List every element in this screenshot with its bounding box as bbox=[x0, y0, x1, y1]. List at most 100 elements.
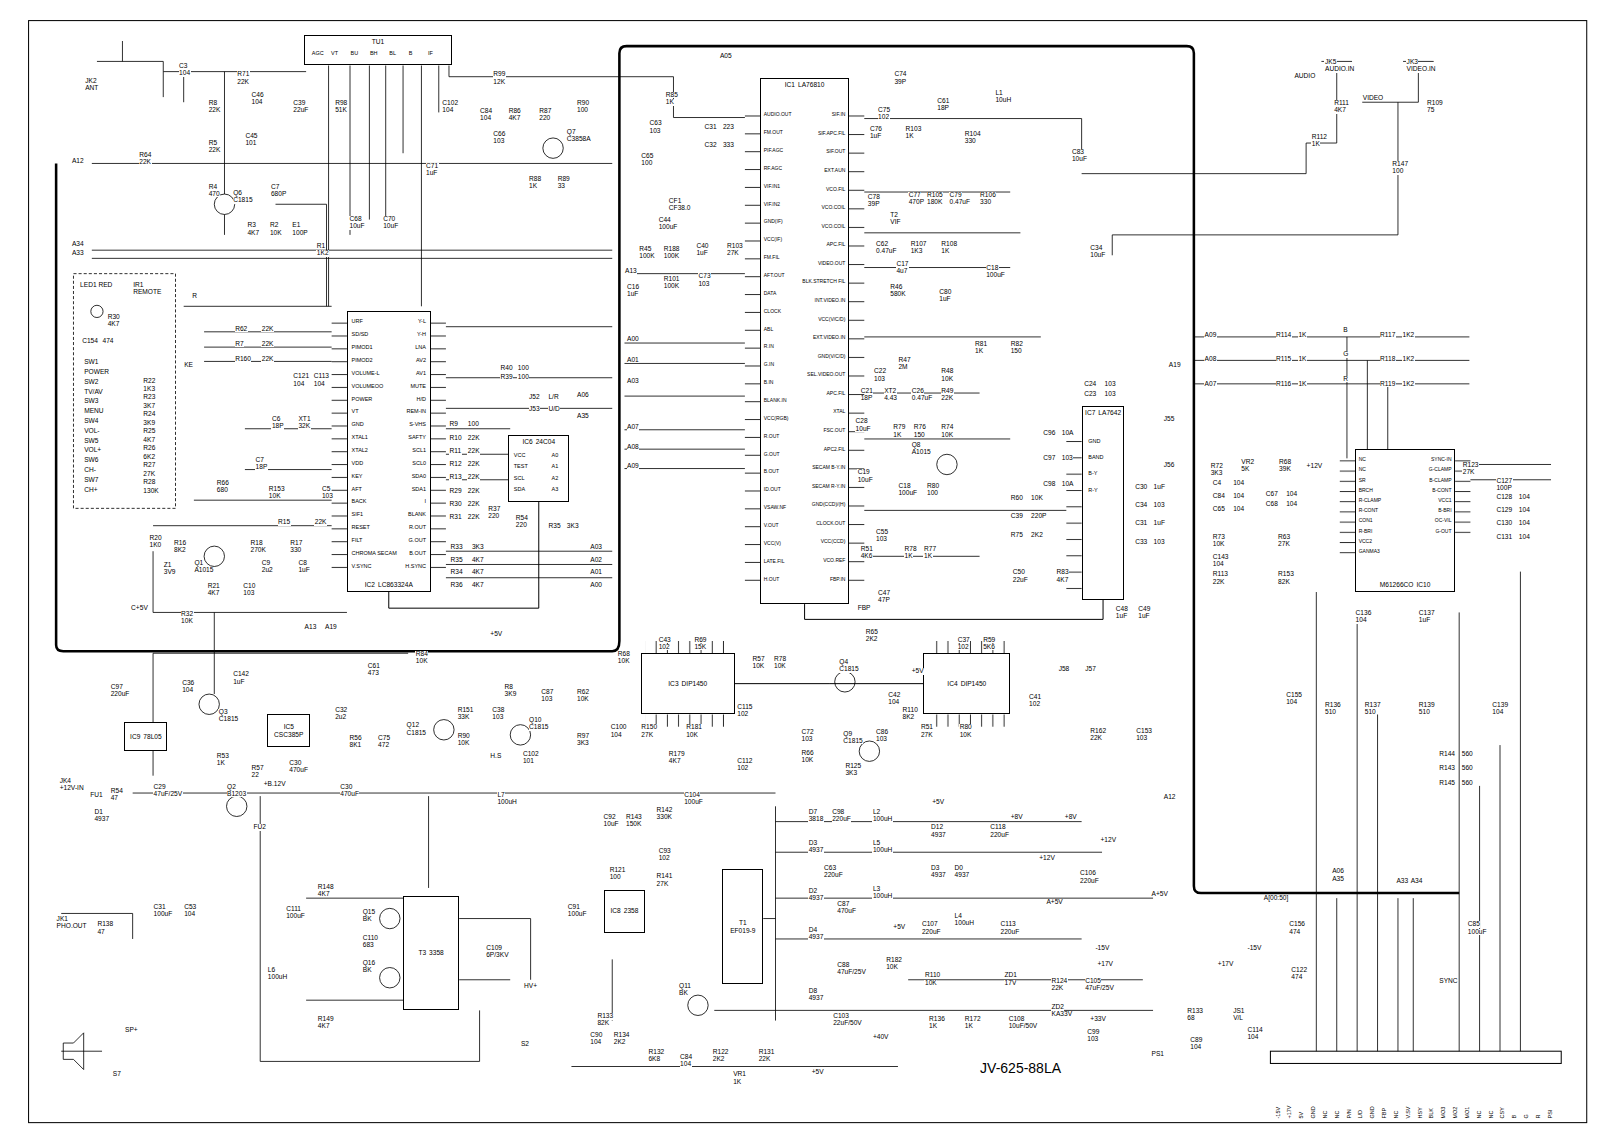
part-label: IC8 bbox=[611, 907, 621, 915]
part-label: GND(CCD)/(H) bbox=[811, 502, 846, 507]
transistor bbox=[434, 720, 454, 740]
part-label: A12 bbox=[71, 158, 84, 165]
part-label: BLANK bbox=[407, 512, 426, 518]
part-label: 104 bbox=[182, 687, 194, 694]
part-label: Q9 bbox=[843, 731, 853, 738]
part-label: 1K2 bbox=[1402, 332, 1415, 339]
part-label: 4937 bbox=[931, 832, 947, 839]
part-label: 104 bbox=[1286, 501, 1298, 508]
part-label: VOL+ bbox=[84, 447, 102, 454]
part-label: C33 bbox=[1135, 539, 1148, 546]
part-label: J56 bbox=[1163, 462, 1175, 469]
part-label: 4K7 bbox=[107, 321, 120, 328]
part-label: 104 bbox=[610, 732, 622, 739]
part-label: VT bbox=[351, 409, 359, 415]
part-label: 102 bbox=[737, 711, 749, 718]
part-label: SDA bbox=[513, 487, 525, 493]
part-label: R105 bbox=[927, 192, 944, 199]
part-label: EF019-9 bbox=[730, 927, 755, 935]
part-label: D7 bbox=[808, 809, 817, 816]
part-label: 10K bbox=[1212, 541, 1225, 548]
part-label: R62 bbox=[235, 326, 248, 333]
part-label: RF.AGC bbox=[763, 166, 782, 171]
part-label: 32K bbox=[298, 423, 311, 430]
part-label: C83 bbox=[1071, 149, 1084, 156]
part-label: 10uF bbox=[857, 477, 873, 484]
part-label: SW5 bbox=[84, 438, 99, 445]
part-label: BLANK.IN bbox=[763, 398, 787, 403]
part-label: BLK bbox=[1429, 1108, 1435, 1119]
part-label: C127 bbox=[1496, 478, 1513, 485]
part-label: 680P bbox=[270, 191, 286, 198]
part-label: R150 bbox=[641, 724, 658, 731]
part-label: XT2 bbox=[884, 388, 897, 395]
part-label: R107 bbox=[910, 241, 927, 248]
part-label: 104 bbox=[1518, 534, 1530, 541]
part-label: A08 bbox=[1204, 356, 1217, 363]
part-label: PS1 bbox=[1151, 1051, 1164, 1058]
part-label: R115 bbox=[1276, 356, 1292, 363]
part-label: 5K bbox=[1241, 466, 1250, 473]
part-label: GND(V/C/D) bbox=[817, 354, 846, 359]
part-label: L5 bbox=[872, 840, 880, 847]
part-label: R162 bbox=[1090, 728, 1107, 735]
part-label: C37 bbox=[957, 637, 970, 644]
part-label: C136 bbox=[1355, 610, 1372, 617]
part-label: C32 bbox=[335, 707, 348, 714]
part-label: 2K2 bbox=[712, 1056, 725, 1063]
part-label: 1K bbox=[974, 348, 983, 355]
part-label: 100 bbox=[577, 107, 589, 114]
part-label: +12V bbox=[1306, 463, 1323, 470]
part-label: MO2 bbox=[1453, 1106, 1459, 1119]
part-label: 27K bbox=[143, 471, 156, 478]
transistor bbox=[937, 454, 957, 474]
part-label: FBP bbox=[857, 605, 871, 612]
part-label: R23 bbox=[143, 394, 156, 401]
part-label: R78 bbox=[773, 656, 786, 663]
part-label: 680 bbox=[216, 487, 228, 494]
part-label: 1K bbox=[1298, 381, 1307, 388]
part-label: B1203 bbox=[227, 791, 247, 798]
part-label: A13 bbox=[304, 624, 317, 631]
part-label: B-Y bbox=[1088, 471, 1098, 477]
part-label: 22K bbox=[139, 159, 152, 166]
component-box: IC3DIP1450 bbox=[641, 653, 735, 714]
part-label: C30 bbox=[1135, 484, 1148, 491]
part-label: 103 bbox=[1061, 455, 1073, 462]
part-label: -15V bbox=[1276, 1107, 1282, 1120]
part-label: LATE.FIL bbox=[763, 559, 785, 564]
part-label: 103 bbox=[1136, 735, 1148, 742]
led-symbol bbox=[91, 305, 103, 317]
part-label: R25 bbox=[143, 428, 156, 435]
part-label: 4937 bbox=[808, 895, 824, 902]
part-label: C143 bbox=[1212, 554, 1229, 561]
part-label: VIF bbox=[890, 219, 901, 226]
part-label: R51 bbox=[920, 724, 933, 731]
part-label: 10K bbox=[801, 757, 814, 764]
part-label: 1K bbox=[529, 183, 538, 190]
part-label: 10K bbox=[752, 663, 765, 670]
part-label: V.OUT bbox=[763, 523, 779, 528]
part-label: R106 bbox=[980, 192, 997, 199]
part-label: L3 bbox=[872, 886, 880, 893]
part-label: 18P bbox=[271, 423, 284, 430]
part-label: 1K bbox=[216, 760, 225, 767]
part-label: DIP1450 bbox=[961, 680, 987, 688]
part-label: 1K bbox=[733, 1079, 742, 1086]
part-label: A19 bbox=[1168, 362, 1181, 369]
part-label: C10 bbox=[243, 583, 256, 590]
part-label: C72 bbox=[801, 729, 814, 736]
part-label: R87 bbox=[539, 108, 552, 115]
part-label: SECAM R-Y.IN bbox=[811, 484, 846, 489]
part-label: REMOTE bbox=[133, 289, 162, 296]
part-label: C63 bbox=[823, 865, 836, 872]
part-label: C90 bbox=[590, 1032, 603, 1039]
part-label: 470uF bbox=[289, 767, 309, 774]
part-label: DIP1450 bbox=[682, 680, 708, 688]
ic1-pins bbox=[849, 113, 864, 593]
part-label: R bbox=[1536, 1114, 1542, 1119]
part-label: 10A bbox=[1061, 430, 1074, 437]
part-label: Q16 bbox=[362, 960, 375, 967]
part-label: TU1 bbox=[372, 38, 384, 46]
part-label: C47 bbox=[878, 590, 891, 597]
